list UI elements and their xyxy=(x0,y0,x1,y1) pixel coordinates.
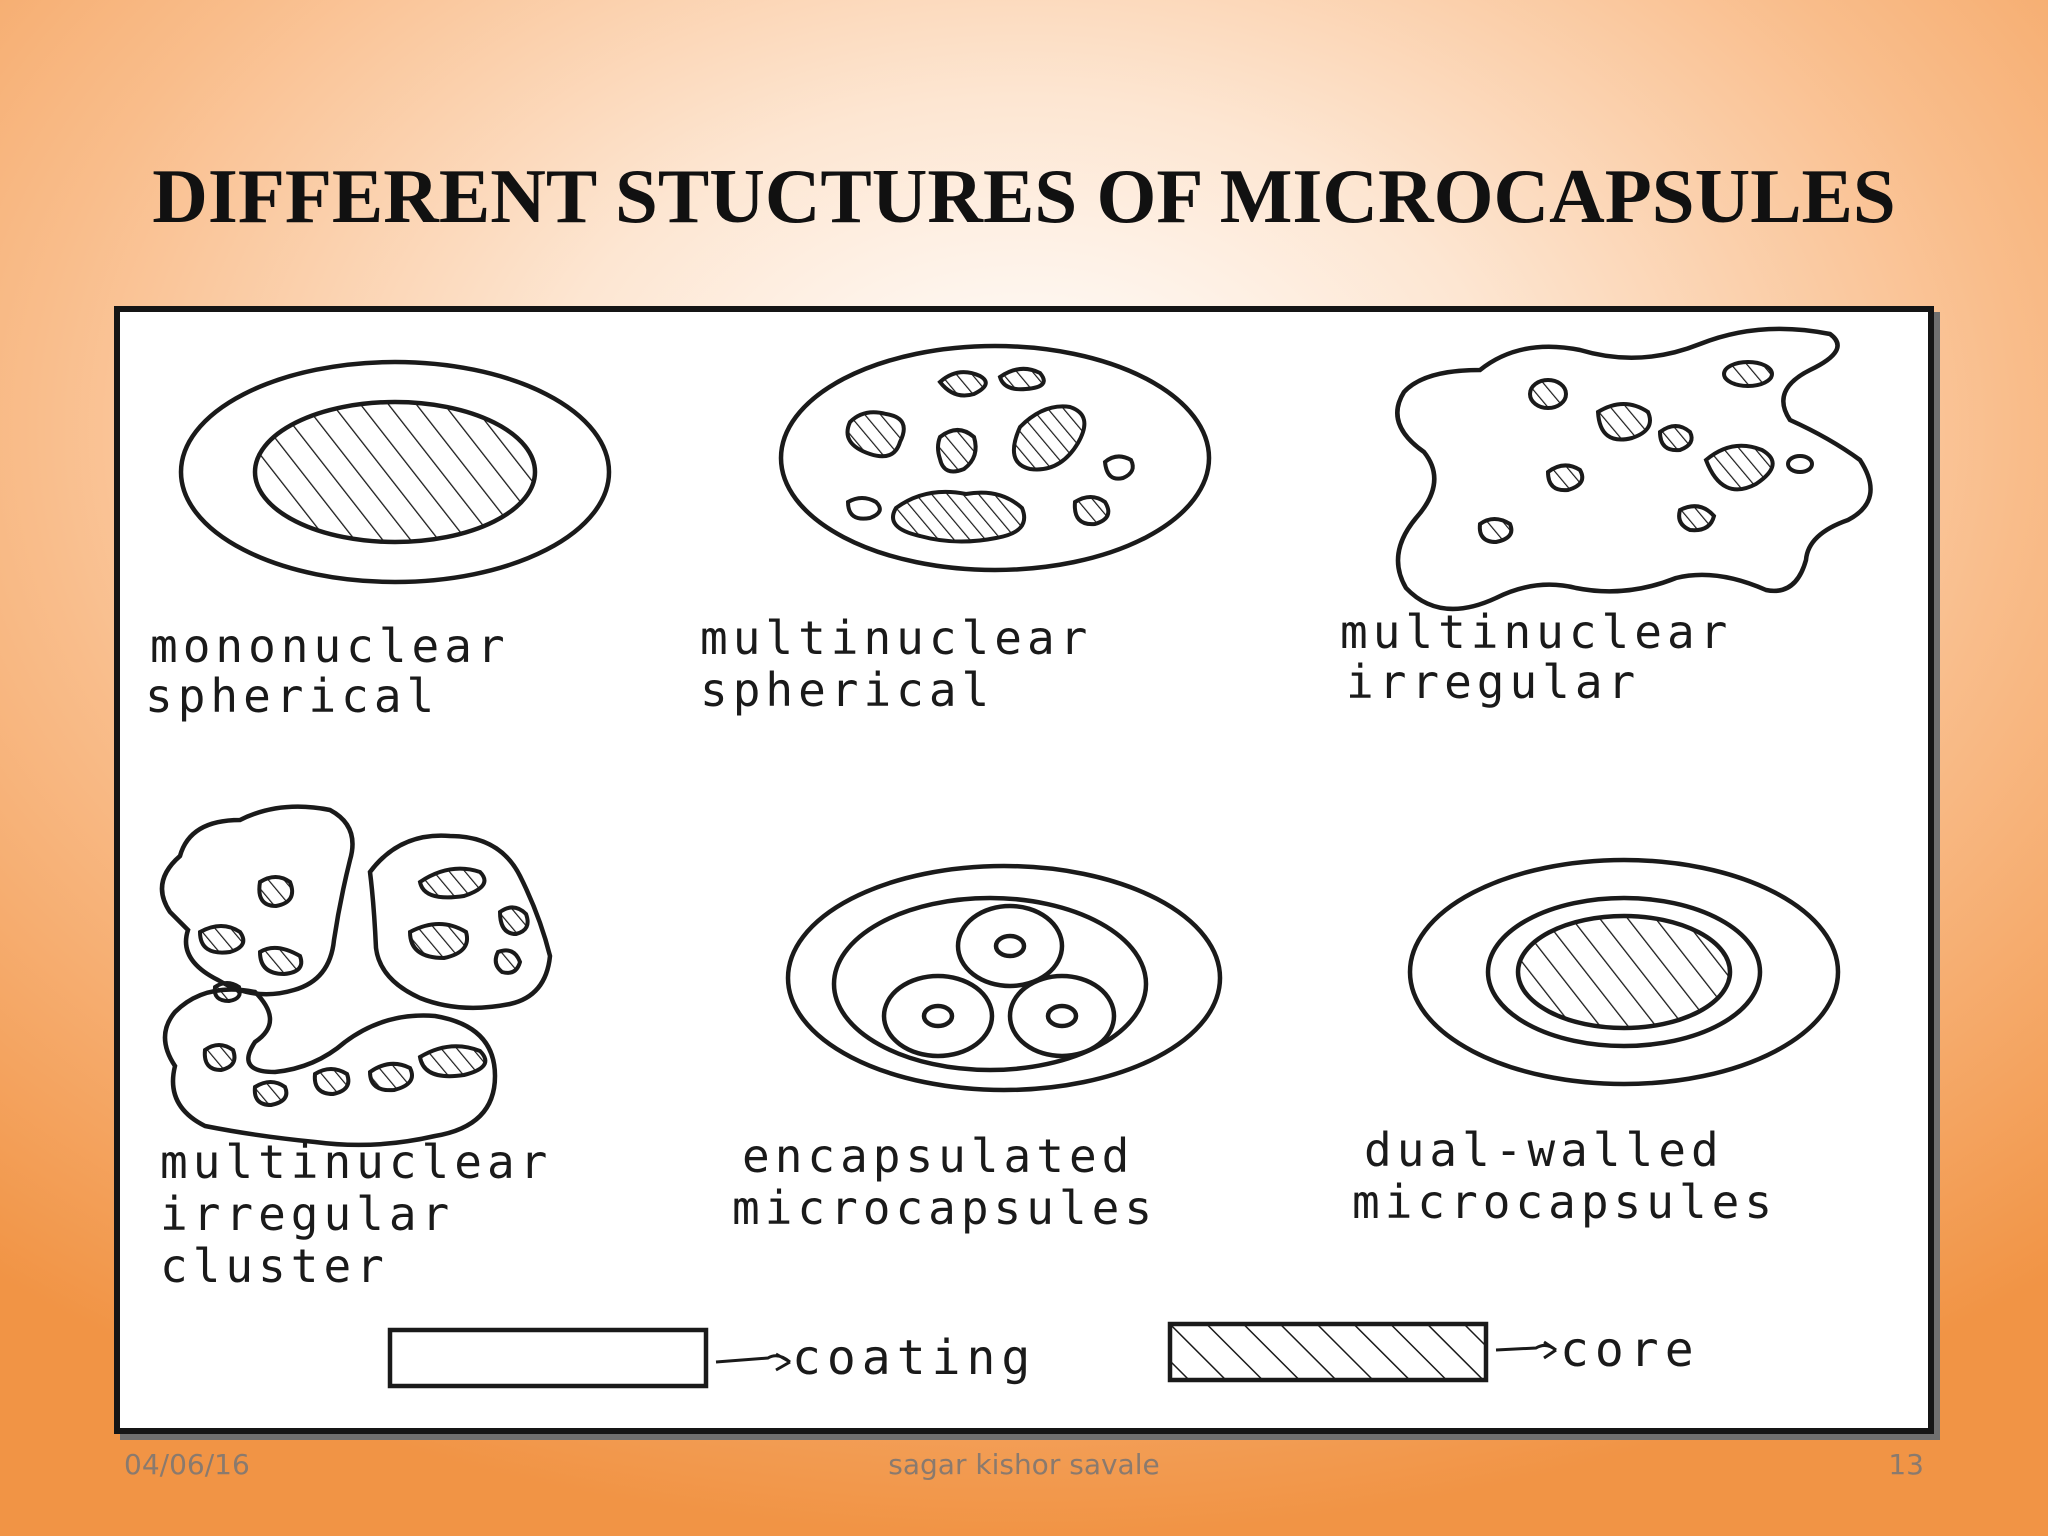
legend-core-swatch xyxy=(1167,1321,1489,1383)
footer-author: sagar kishor savale xyxy=(888,1448,1160,1481)
caption-dual-walled-microcapsules-line2: microcapsules xyxy=(1352,1175,1777,1229)
footer-page-number: 13 xyxy=(1888,1448,1924,1481)
encapsulated-microcapsules-drawing xyxy=(785,863,1223,1093)
caption-encapsulated-microcapsules-line1: encapsulated xyxy=(742,1129,1134,1183)
caption-multinuclear-spherical-line1: multinuclear xyxy=(700,611,1092,665)
legend: coating core xyxy=(387,1321,1700,1389)
legend-coating-label: coating xyxy=(792,1330,1036,1386)
caption-dual-walled-microcapsules-line1: dual-walled xyxy=(1364,1123,1724,1177)
caption-multinuclear-irregular-cluster-line2: irregular xyxy=(160,1187,454,1241)
footer-date: 04/06/16 xyxy=(124,1448,250,1481)
multinuclear-irregular-drawing xyxy=(1395,326,1873,612)
caption-multinuclear-irregular-cluster-line1: multinuclear xyxy=(160,1135,552,1189)
mononuclear-spherical-drawing xyxy=(178,359,612,585)
legend-coating-swatch xyxy=(387,1327,709,1389)
multinuclear-irregular-cluster-drawing xyxy=(159,804,553,1148)
slide-title: DIFFERENT STUCTURES OF MICROCAPSULES xyxy=(152,153,1896,239)
caption-multinuclear-irregular-line1: multinuclear xyxy=(1340,605,1732,659)
legend-core-arrow xyxy=(1495,1340,1557,1360)
legend-coating-arrow xyxy=(715,1352,791,1372)
dual-walled-microcapsules-drawing xyxy=(1407,857,1841,1087)
caption-mononuclear-spherical-line2: spherical xyxy=(145,669,439,723)
caption-multinuclear-irregular-cluster-line3: cluster xyxy=(160,1239,389,1293)
multinuclear-spherical-drawing xyxy=(778,343,1212,573)
caption-encapsulated-microcapsules-line2: microcapsules xyxy=(732,1181,1157,1235)
caption-multinuclear-spherical-line2: spherical xyxy=(700,663,994,717)
caption-multinuclear-irregular-line2: irregular xyxy=(1346,655,1640,709)
microcapsule-figure: mononuclear spherical multinuclear spher… xyxy=(114,306,1934,1434)
legend-core-label: core xyxy=(1560,1322,1700,1378)
caption-mononuclear-spherical-line1: mononuclear xyxy=(150,619,510,673)
